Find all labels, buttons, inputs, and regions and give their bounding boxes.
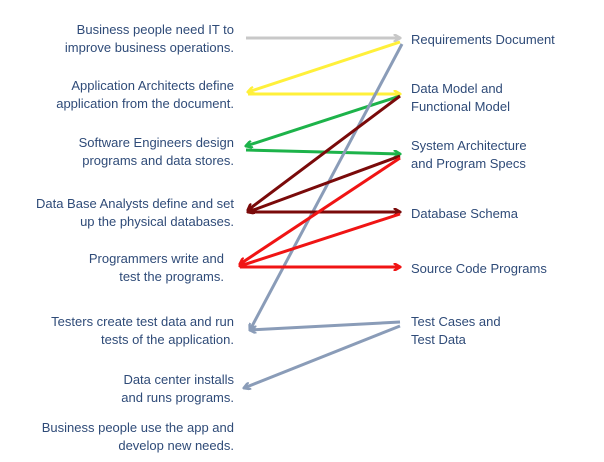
step-text-line: application from the document. bbox=[56, 96, 234, 111]
step-text-line: test the programs. bbox=[119, 269, 224, 284]
artifact-text-line: Functional Model bbox=[411, 99, 510, 114]
artifact-text-line: Source Code Programs bbox=[411, 261, 547, 276]
step-text-line: develop new needs. bbox=[118, 438, 234, 453]
arrow-schema-to-programmers bbox=[240, 212, 401, 266]
artifact-database-schema: Database Schema bbox=[411, 205, 518, 223]
step-application-architects: Application Architects define applicatio… bbox=[56, 77, 234, 113]
artifact-text-line: Database Schema bbox=[411, 206, 518, 221]
arrow-test-cases-to-data-center bbox=[244, 324, 401, 388]
step-text-line: Testers create test data and run bbox=[51, 314, 234, 329]
artifact-text-line: Test Data bbox=[411, 332, 466, 347]
artifact-text-line: Requirements Document bbox=[411, 32, 555, 47]
step-software-engineers: Software Engineers design programs and d… bbox=[79, 134, 234, 170]
step-text-line: Software Engineers design bbox=[78, 135, 234, 150]
artifact-data-model: Data Model and Functional Model bbox=[411, 80, 510, 116]
artifact-system-architecture: System Architecture and Program Specs bbox=[411, 137, 527, 173]
artifact-text-line: System Architecture bbox=[411, 138, 527, 153]
artifact-source-code: Source Code Programs bbox=[411, 260, 547, 278]
artifact-text-line: Data Model and bbox=[411, 81, 503, 96]
step-data-center: Data center installs and runs programs. bbox=[121, 371, 234, 407]
artifact-text-line: Test Cases and bbox=[411, 314, 501, 329]
arrow-system-architecture-to-dba bbox=[248, 154, 401, 212]
arrow-data-model-to-engineers bbox=[246, 94, 401, 146]
step-text-line: tests of the application. bbox=[101, 332, 234, 347]
arrow-system-architecture-to-programmers bbox=[240, 156, 401, 264]
step-text-line: Business people need IT to bbox=[76, 22, 234, 37]
artifact-requirements-document: Requirements Document bbox=[411, 31, 555, 49]
step-text-line: Business people use the app and bbox=[41, 420, 234, 435]
step-testers: Testers create test data and run tests o… bbox=[51, 313, 234, 349]
step-text-line: Data center installs bbox=[123, 372, 234, 387]
arrow-test-cases-to-testers bbox=[250, 320, 401, 330]
arrow-requirements-to-testers bbox=[250, 43, 404, 330]
arrow-requirements-to-architects bbox=[248, 40, 401, 92]
step-business-use: Business people use the app and develop … bbox=[42, 419, 234, 455]
step-text-line: programs and data stores. bbox=[82, 153, 234, 168]
step-text-line: Programmers write and bbox=[88, 251, 224, 266]
artifact-test-cases: Test Cases and Test Data bbox=[411, 313, 501, 349]
step-database-analysts: Data Base Analysts define and set up the… bbox=[36, 195, 234, 231]
step-text-line: Data Base Analysts define and set bbox=[35, 196, 234, 211]
step-text-line: and runs programs. bbox=[121, 390, 234, 405]
arrow-data-model-to-dba bbox=[248, 94, 401, 210]
step-text-line: up the physical databases. bbox=[80, 214, 234, 229]
step-text-line: improve business operations. bbox=[64, 40, 234, 55]
step-text-line: Application Architects define bbox=[71, 78, 234, 93]
step-business-need: Business people need IT to improve busin… bbox=[65, 21, 234, 57]
artifact-text-line: and Program Specs bbox=[411, 156, 526, 171]
step-programmers: Programmers write and test the programs. bbox=[89, 250, 224, 286]
